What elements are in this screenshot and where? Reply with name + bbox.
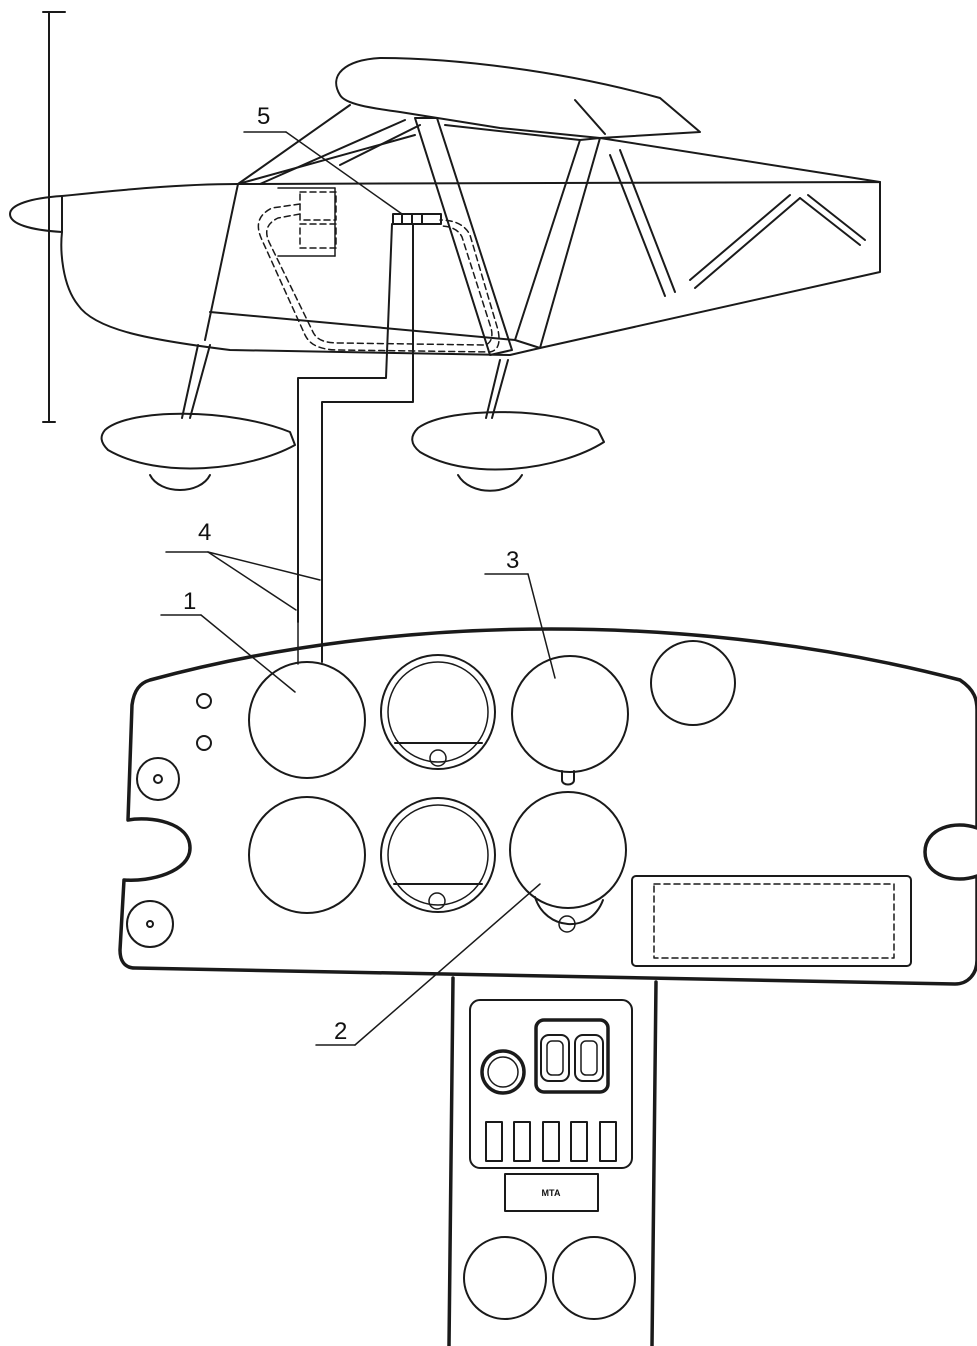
callout-3: 3: [506, 547, 519, 574]
gauge-attitude-top: [380, 654, 496, 770]
instrument-panel: [118, 627, 977, 986]
upper-wing: [335, 57, 701, 139]
fuselage: [60, 181, 881, 356]
center-console: МТА: [447, 976, 658, 1346]
callout-4: 4: [198, 519, 211, 546]
callouts: 5 4 1 3 2: [160, 103, 556, 1046]
left-float: [100, 412, 296, 470]
gauge-3-altimeter: [511, 655, 629, 773]
gauge-1-airspeed: [248, 661, 366, 779]
spinner: [9, 195, 63, 233]
console-switch-label: МТА: [542, 1188, 561, 1198]
right-float: [411, 411, 605, 471]
callout-2: 2: [334, 1018, 347, 1045]
gauge-2-variometer: [509, 791, 627, 909]
callout-1: 1: [183, 588, 196, 615]
airplane-side-view: [9, 11, 881, 492]
pressure-lines: [297, 223, 414, 665]
callout-5: 5: [257, 103, 270, 130]
